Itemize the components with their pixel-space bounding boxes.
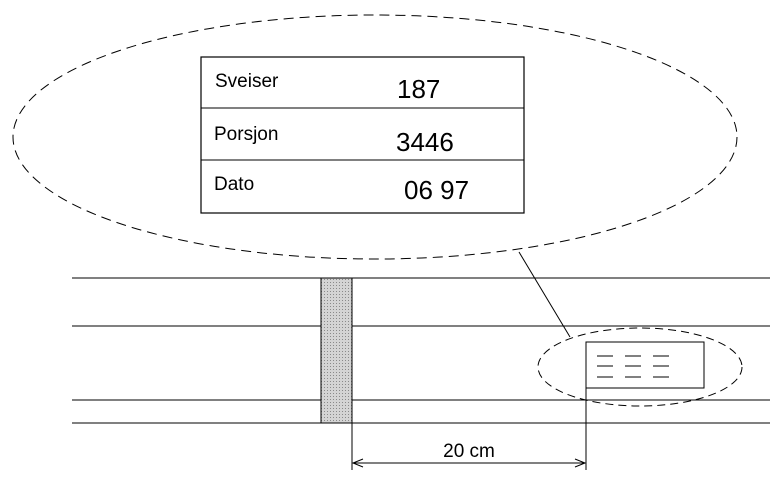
leader-line [518, 251, 571, 338]
pipe [72, 277, 770, 424]
label-tag-text-lines [597, 355, 669, 378]
dimension-label: 20 cm [443, 441, 495, 462]
row-value-dato: 06 97 [404, 175, 469, 205]
label-tag [585, 341, 705, 389]
label-table: Sveiser 187 Porsjon 3446 Dato 06 97 [200, 56, 525, 214]
row-value-porsjon: 3446 [396, 127, 454, 157]
row-label-dato: Dato [214, 174, 254, 195]
label-location-ellipse [537, 327, 743, 407]
weld-seam [320, 277, 353, 424]
row-label-porsjon: Porsjon [214, 124, 278, 145]
label-tag-box [585, 341, 705, 389]
row-label-sveiser: Sveiser [215, 71, 279, 92]
dimension: 20 cm [351, 388, 587, 470]
callout-ellipse [12, 14, 738, 260]
row-value-sveiser: 187 [397, 74, 440, 104]
label-table-border [200, 56, 525, 214]
